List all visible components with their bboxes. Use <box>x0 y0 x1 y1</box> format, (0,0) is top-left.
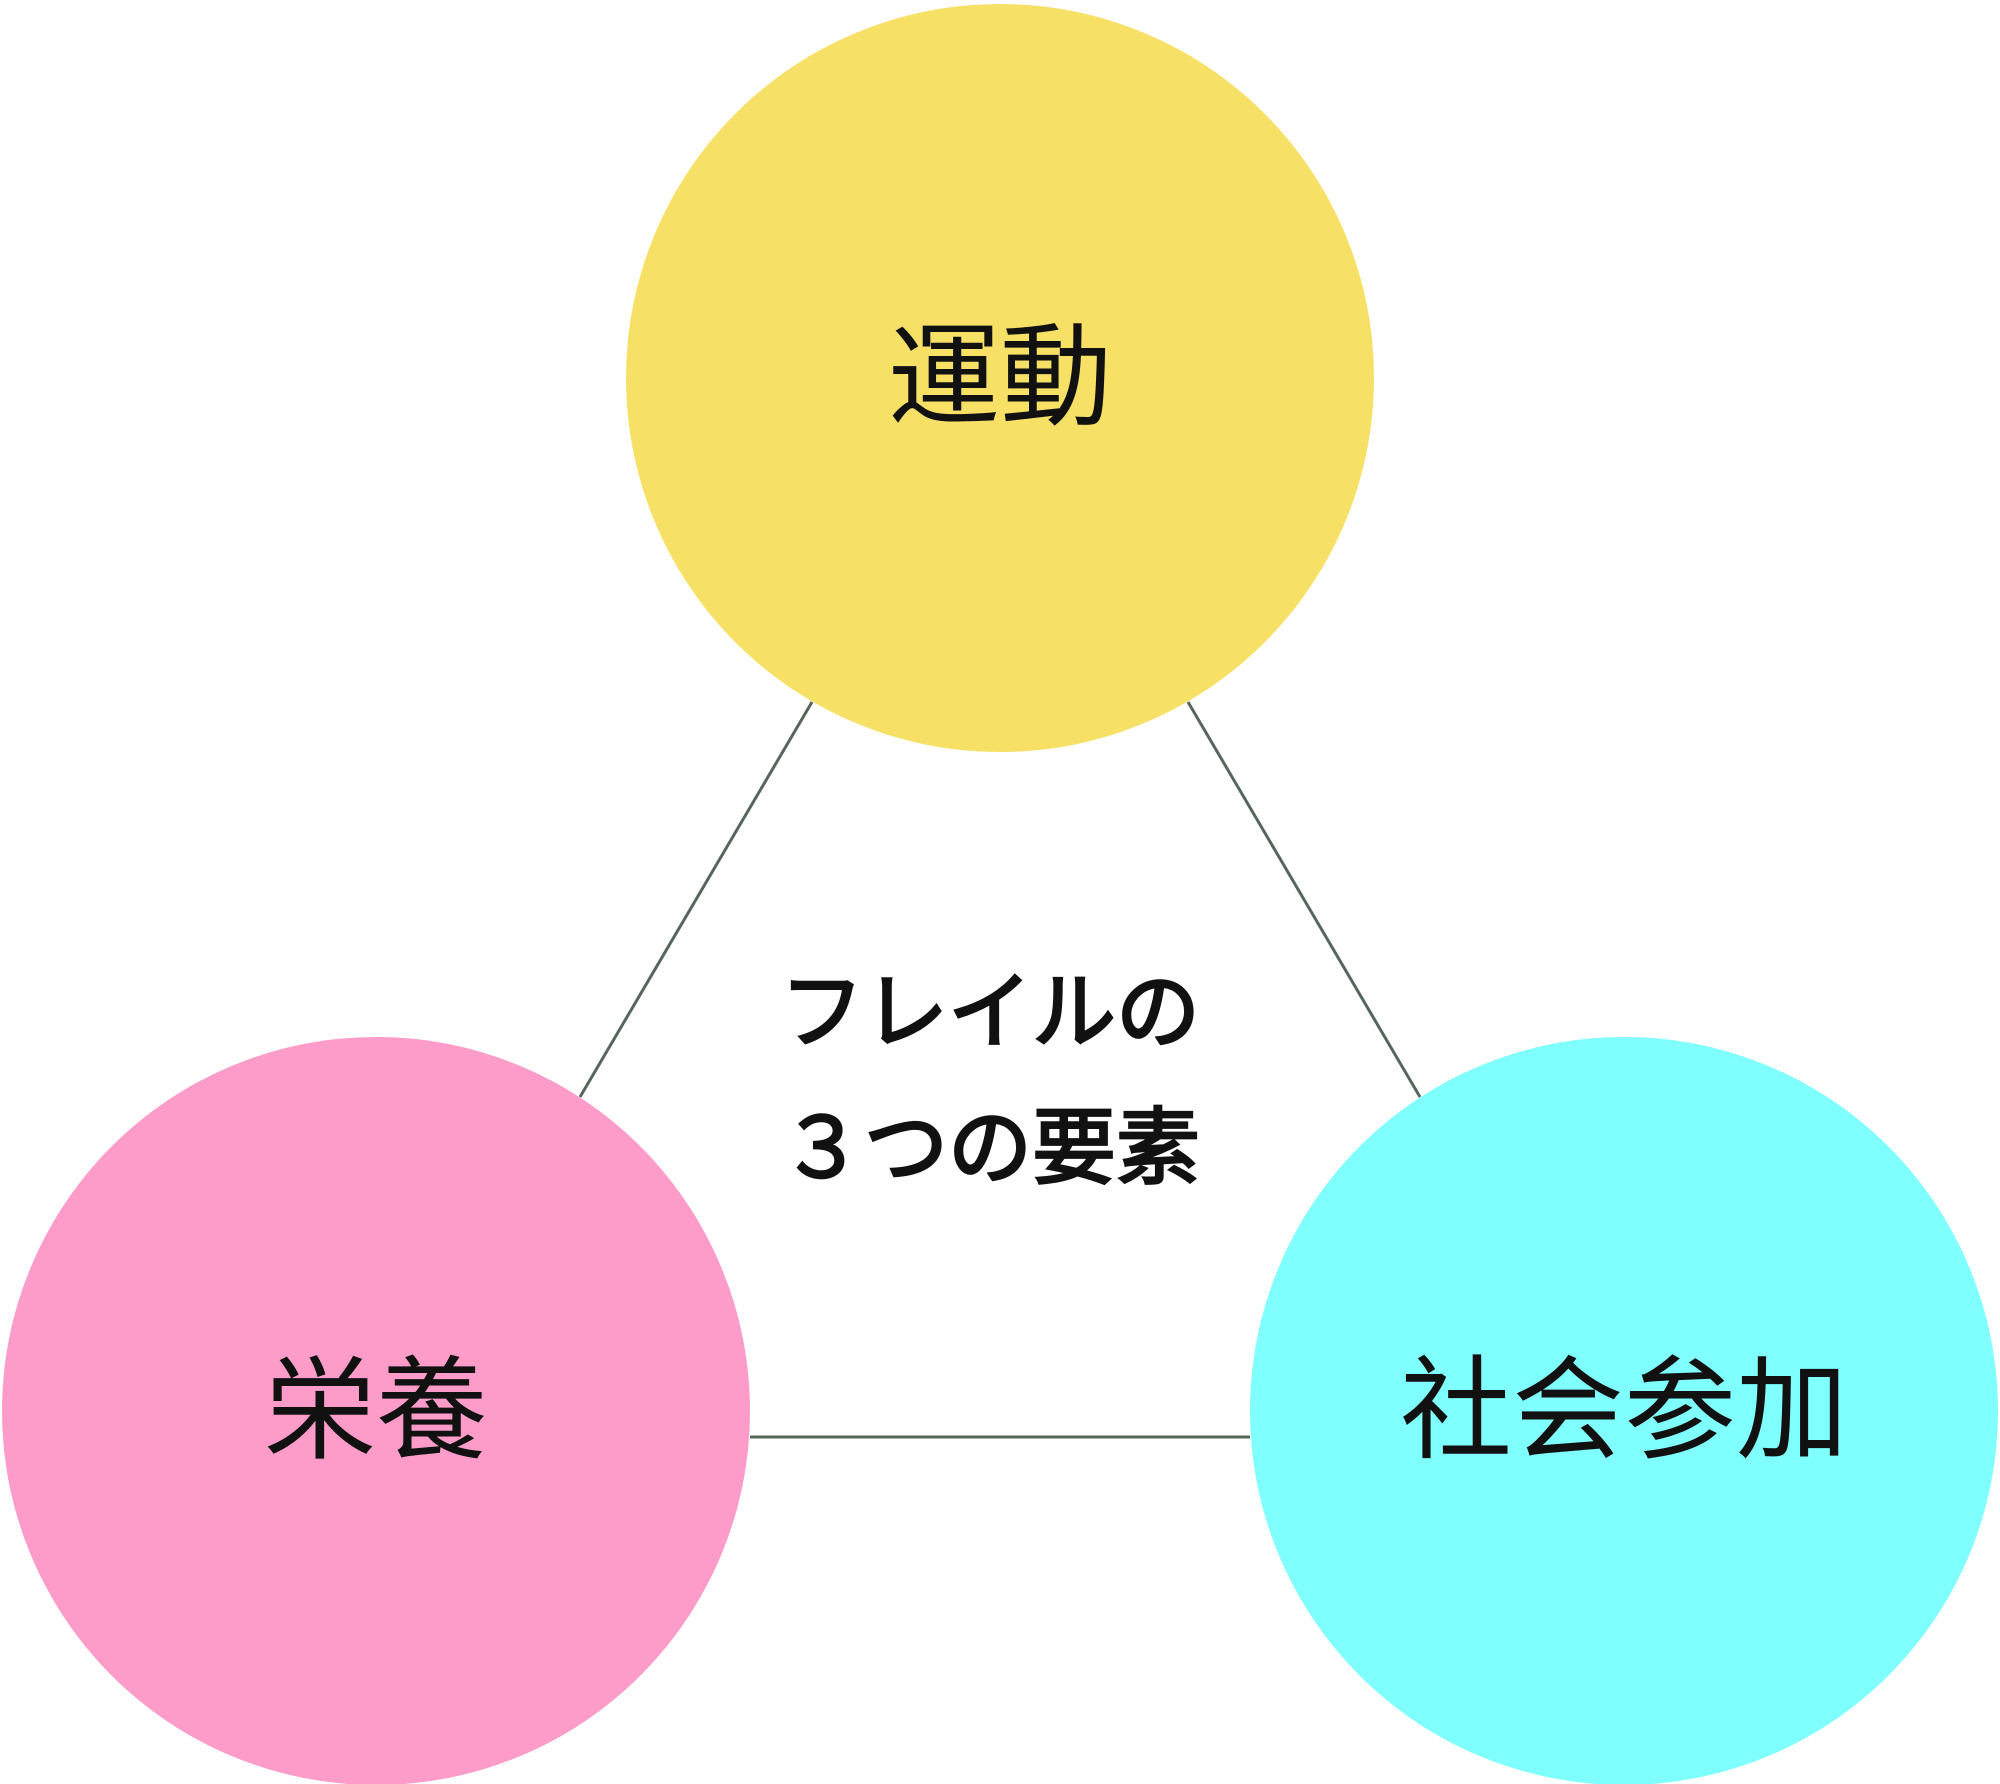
exercise-circle <box>626 4 1374 752</box>
nutrition-label: 栄養 <box>264 1346 488 1476</box>
node-exercise: 運動 <box>626 4 1374 752</box>
connector-exercise-social <box>1186 701 1422 1098</box>
center-title-line2: ３つの要素 <box>780 1099 1200 1197</box>
center-title-line1: フレイルの <box>780 963 1200 1061</box>
connector-exercise-nutrition <box>578 701 814 1098</box>
exercise-label: 運動 <box>888 313 1112 443</box>
social-circle <box>1250 1037 1998 1784</box>
center-title: フレイルの ３つの要素 <box>780 963 1200 1197</box>
nutrition-circle <box>2 1037 750 1784</box>
node-social: 社会参加 <box>1250 1037 1998 1784</box>
social-label: 社会参加 <box>1400 1346 1848 1476</box>
node-nutrition: 栄養 <box>2 1037 750 1784</box>
